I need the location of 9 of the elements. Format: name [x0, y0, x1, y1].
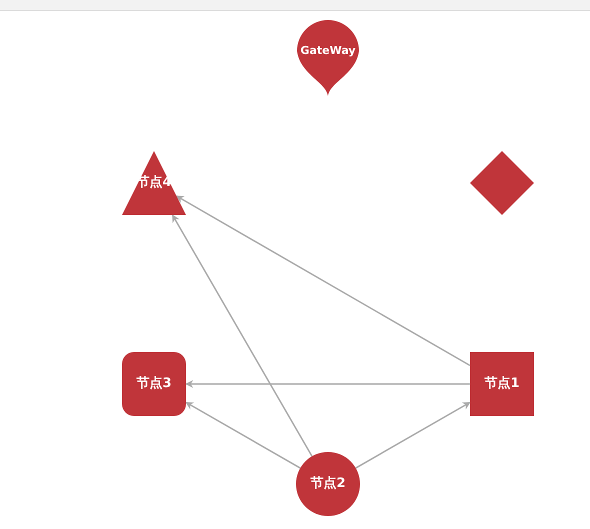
arrow — [185, 402, 301, 469]
arrow — [185, 380, 470, 388]
arrow — [176, 195, 470, 366]
node-label: 节点3 — [136, 376, 172, 392]
arrow — [355, 402, 471, 469]
arrow — [172, 214, 313, 457]
node-label: 节点1 — [484, 376, 520, 392]
node-label: 节点2 — [310, 476, 346, 492]
node-label: GateWay — [300, 44, 356, 58]
